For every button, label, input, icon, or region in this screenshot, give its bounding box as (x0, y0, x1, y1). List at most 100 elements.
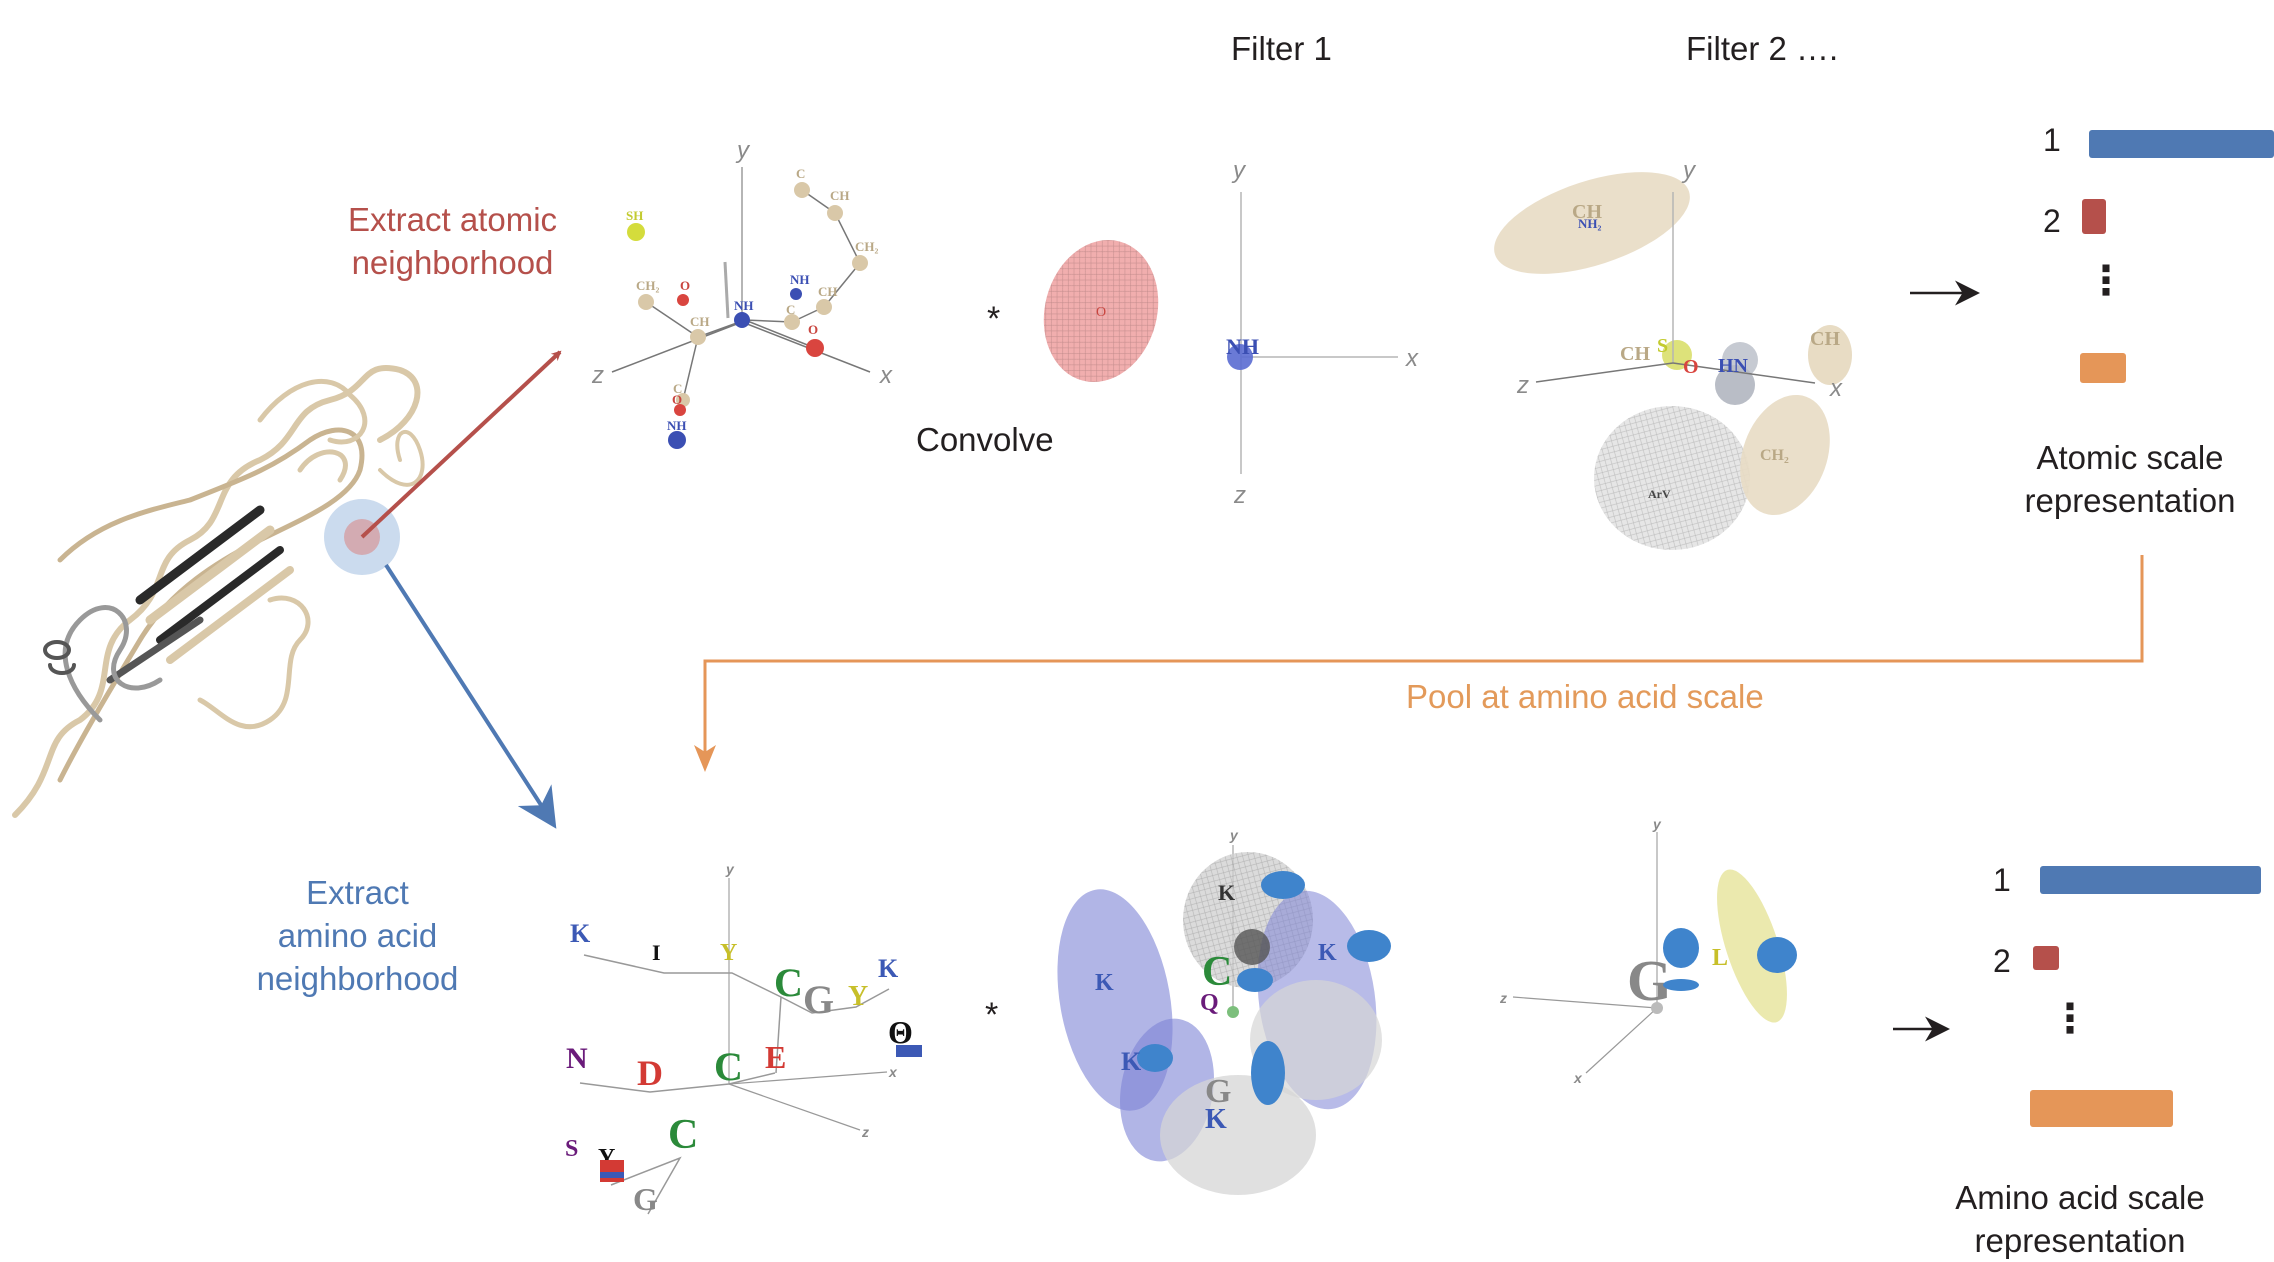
filter-blob (1251, 1041, 1285, 1105)
filter-sphere-sulfur (1662, 340, 1692, 370)
axis-x (1585, 1007, 1658, 1074)
atom-label: O (808, 322, 818, 337)
backbone (579, 1072, 776, 1093)
residue: K (1205, 1104, 1227, 1135)
residue: N (566, 1042, 588, 1075)
convolve-operator-bottom: * (985, 996, 999, 1034)
atomic-row-2-bar (2082, 199, 2106, 234)
atom-label: CH (690, 314, 710, 329)
axis-y-label: y (1652, 816, 1662, 832)
filter-blob (1663, 979, 1699, 991)
residue-stack (600, 1160, 624, 1182)
amino-row-2-label: 2 (1993, 943, 2011, 979)
filter-blob (1757, 937, 1797, 973)
protein-ribbon (57, 427, 365, 783)
atomic-row-2-label: 2 (2043, 203, 2061, 239)
protein-structure (12, 365, 425, 818)
axis-z (728, 1083, 861, 1131)
atom-ch2 (638, 294, 654, 310)
atom-label: CH (830, 188, 850, 203)
atomic-representation-caption: Atomic scale representation (1980, 436, 2274, 522)
atom-nh (734, 312, 750, 328)
atom-ch2 (852, 255, 868, 271)
filter-core (1234, 929, 1270, 965)
axis-x (728, 1071, 888, 1085)
amino-representation-caption: Amino acid scale representation (1920, 1176, 2240, 1262)
axis-z (1512, 996, 1658, 1009)
axis-z (611, 321, 743, 373)
atomic-row-n-bar (2080, 353, 2127, 383)
filter2-header: Filter 2 …. (1686, 30, 1839, 67)
pool-connector (703, 555, 2144, 760)
filter-blob (1347, 930, 1391, 962)
residue: D (637, 1053, 663, 1093)
filter-label: CH₂ (1760, 447, 1789, 464)
convolve-operator-top: * (987, 300, 1001, 338)
atomic-neighborhood-plot: y z x SH CH₂ O CH NH C (591, 137, 893, 449)
residue: Q (1200, 990, 1219, 1016)
atomic-rep-line2: representation (2024, 482, 2236, 519)
atom-label: CH₂ (636, 278, 660, 293)
axis-y-label: y (1229, 827, 1239, 843)
residue: L (1712, 945, 1728, 971)
atom-label: CH (818, 284, 838, 299)
atom-label: NH (734, 298, 754, 313)
extract-atomic-label: Extract atomic neighborhood (335, 198, 570, 284)
atom-c (676, 393, 690, 407)
atomic-row-1-bar (2089, 130, 2274, 158)
filter-blob (1137, 1044, 1173, 1072)
residue: S (565, 1136, 578, 1162)
filter-ellipsoid-mesh (1594, 406, 1750, 550)
bond (682, 336, 699, 401)
axis-x (1672, 362, 1816, 384)
axis-x-label: x (1829, 375, 1843, 402)
extract-amino-label: Extract amino acid neighborhood (240, 871, 475, 1000)
axis-z-label: z (1516, 372, 1529, 399)
protein-strand (106, 616, 204, 684)
pool-arrowhead (694, 745, 716, 772)
atom-label: CH₂ (855, 239, 879, 254)
atom-label: NH (667, 418, 687, 433)
residue: Y (720, 940, 737, 966)
residue: I (652, 940, 661, 965)
atom-label: O (680, 278, 690, 293)
residue: K (878, 954, 899, 983)
axis-z-label: z (861, 1124, 869, 1140)
extract-amino-line3: neighborhood (256, 960, 459, 997)
filter-label: ArV (1648, 487, 1671, 501)
axis-x-label: x (1405, 345, 1419, 372)
filter-label: CH (1572, 201, 1602, 223)
protein-loop (257, 378, 368, 483)
amino-rep-line1: Amino acid scale (1955, 1179, 2205, 1216)
extract-amino-arrow (384, 563, 557, 829)
residue: C (668, 1112, 698, 1158)
amino-ellipsis: ⋮ (2050, 997, 2090, 1041)
filter-ellipsoid (1740, 394, 1830, 516)
amino-row-n-bar (2030, 1090, 2173, 1127)
residue: C (1202, 949, 1232, 995)
atom-label: C (673, 381, 682, 396)
protein-loop (378, 429, 425, 487)
bond (823, 262, 861, 308)
atomic-row-1-label: 1 (2043, 122, 2061, 158)
filter-node (1227, 1006, 1239, 1018)
residue: Θ (888, 1014, 913, 1050)
filter-label: O (1683, 356, 1699, 378)
protein-strand (135, 505, 265, 605)
atom-o (806, 339, 824, 357)
extract-atomic-line1: Extract atomic (347, 201, 558, 238)
axis-y-label: y (725, 861, 735, 877)
filter-blob (1663, 928, 1699, 968)
atom-label: C (796, 166, 805, 181)
atom-o (674, 404, 686, 416)
axis-x-label: x (879, 362, 893, 389)
axis-x (741, 321, 871, 373)
amino-rep-line2: representation (1974, 1222, 2186, 1259)
filter-sphere (1715, 365, 1755, 405)
atom-sh (627, 223, 645, 241)
atom-nh (1227, 344, 1253, 370)
atom-ch (827, 205, 843, 221)
axis-y-label: y (735, 137, 751, 164)
residue: Y (848, 981, 868, 1012)
